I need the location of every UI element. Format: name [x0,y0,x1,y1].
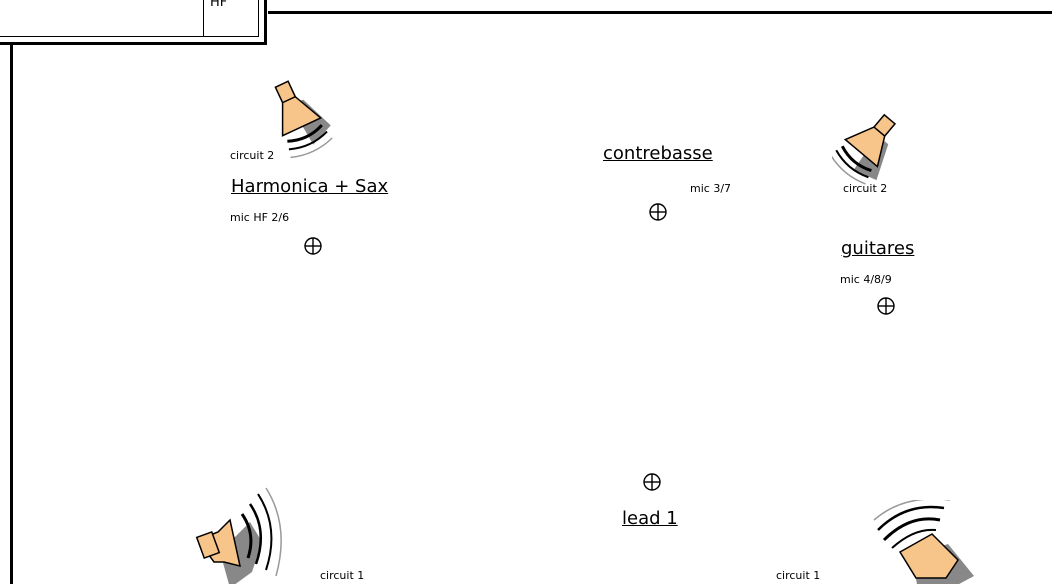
harmonica-mic-label: mic HF 2/6 [230,211,290,224]
speaker-icon [195,487,282,584]
speaker-icon [274,80,333,159]
lead-title: lead 1 [622,508,678,529]
circuit-label-top-left: circuit 2 [230,149,275,162]
speaker-icon [832,113,897,185]
contrebasse-title: contrebasse [603,143,713,164]
guitares-mic-label: mic 4/8/9 [840,273,892,286]
circuit-label-bottom-right: circuit 1 [776,569,821,582]
legend-box-divider [203,0,204,36]
circuit-label-bottom-left: circuit 1 [320,569,365,582]
harmonica-sax-title: Harmonica + Sax [231,176,389,197]
circuit-label-top-right: circuit 2 [843,182,888,195]
microphone-icon [304,237,322,255]
microphone-icon [643,473,661,491]
stage-left-border [10,42,13,584]
microphone-icon [877,297,895,315]
contrebasse-mic-label: mic 3/7 [690,182,732,195]
legend-box-border [0,0,267,45]
microphone-icon [649,203,667,221]
speaker-icon [873,500,974,584]
stage-top-border [268,11,1052,14]
legend-fragment-text: HF [210,0,228,10]
legend-box-inner-border [0,0,259,37]
legend-box: HF [0,0,268,46]
guitares-title: guitares [841,238,915,259]
